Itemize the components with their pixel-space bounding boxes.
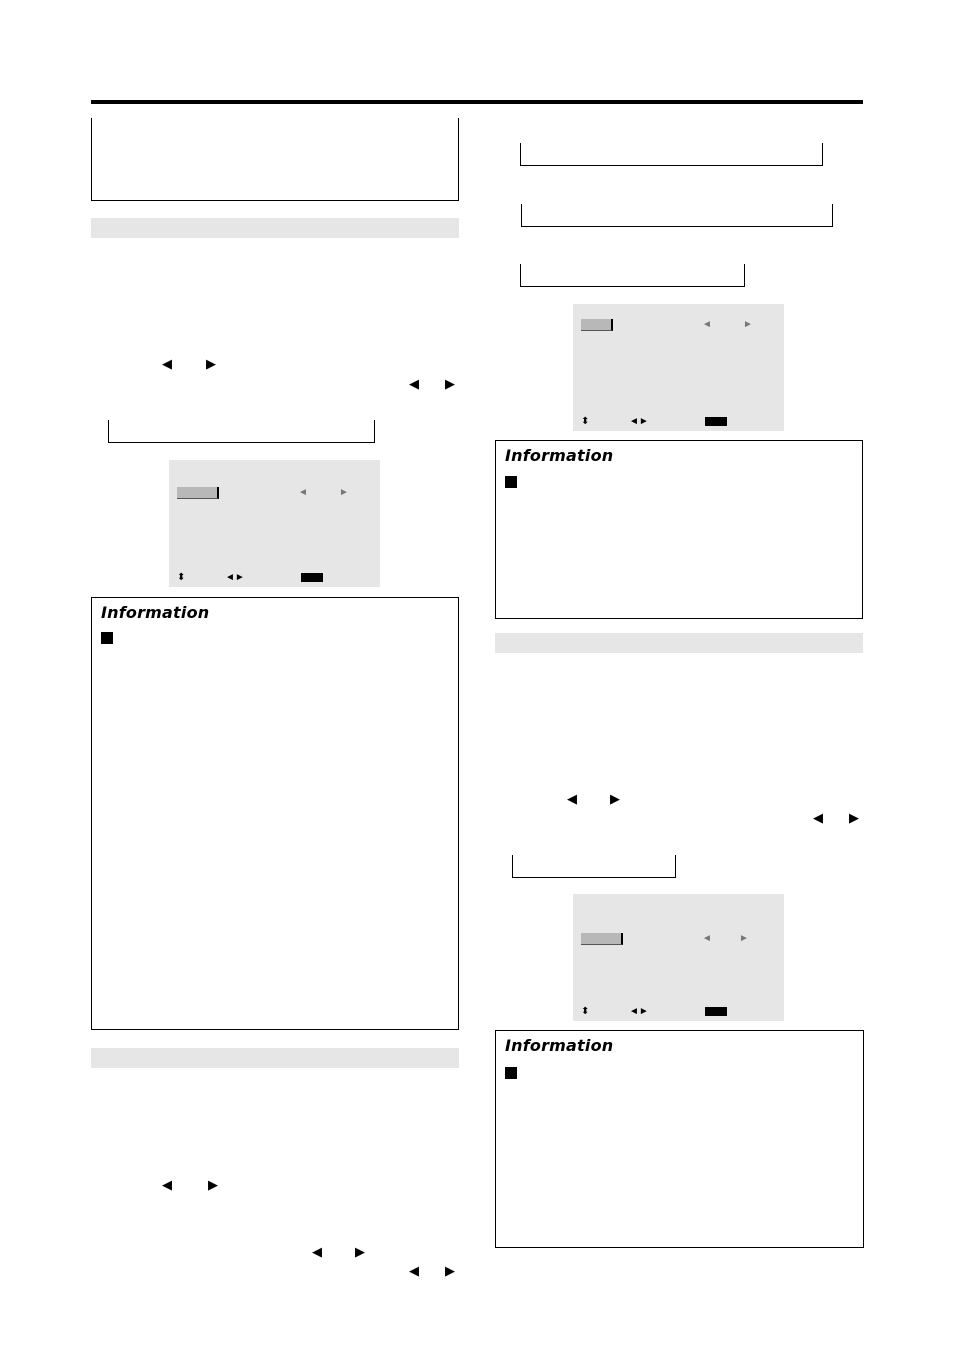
left-arrow-icon: ◀ [162, 1177, 172, 1192]
section-heading-bar [91, 218, 459, 238]
menu-selected-item [581, 933, 623, 945]
information-box: Information [495, 440, 863, 619]
information-title: Information [505, 446, 614, 465]
menu-selected-item [177, 487, 219, 499]
left-arrow-icon: ◀ [409, 376, 419, 391]
updown-icon: ⬍ [581, 416, 590, 427]
information-title: Information [101, 603, 210, 622]
menu-path-bracket [512, 855, 676, 878]
menu-path-bracket [520, 143, 823, 166]
menu-right-arrow-icon: ► [743, 319, 753, 330]
osd-menu-screen: ◄ ► ⬍ ◄► [573, 304, 784, 431]
information-title: Information [505, 1036, 614, 1055]
menu-right-arrow-icon: ► [339, 487, 349, 498]
right-arrow-icon: ▶ [445, 376, 455, 391]
menu-path-bracket [520, 264, 745, 287]
bullet-square-icon [505, 1067, 517, 1079]
section-heading-bar [91, 1048, 459, 1068]
exit-key-icon [705, 417, 727, 426]
right-arrow-icon: ▶ [445, 1263, 455, 1278]
menu-selected-item [581, 319, 613, 331]
exit-key-icon [705, 1007, 727, 1016]
information-box: Information [91, 597, 459, 1030]
note-box [91, 118, 459, 201]
osd-menu-screen: ◄ ► ⬍ ◄► [573, 894, 784, 1021]
left-arrow-icon: ◀ [409, 1263, 419, 1278]
left-arrow-icon: ◀ [312, 1244, 322, 1259]
right-arrow-icon: ▶ [208, 1177, 218, 1192]
updown-icon: ⬍ [177, 572, 186, 583]
menu-right-arrow-icon: ► [739, 933, 749, 944]
right-arrow-icon: ▶ [610, 791, 620, 806]
left-arrow-icon: ◀ [567, 791, 577, 806]
right-arrow-icon: ▶ [355, 1244, 365, 1259]
right-arrow-icon: ▶ [206, 356, 216, 371]
left-arrow-icon: ◀ [162, 356, 172, 371]
menu-path-bracket [521, 204, 833, 227]
exit-key-icon [301, 573, 323, 582]
leftright-icon: ◄► [629, 416, 649, 427]
menu-left-arrow-icon: ◄ [298, 487, 308, 498]
bullet-square-icon [505, 476, 517, 488]
bullet-square-icon [101, 632, 113, 644]
leftright-icon: ◄► [225, 572, 245, 583]
leftright-icon: ◄► [629, 1006, 649, 1017]
left-arrow-icon: ◀ [813, 810, 823, 825]
information-box: Information [495, 1030, 864, 1248]
section-heading-bar [495, 633, 863, 653]
menu-path-bracket [108, 420, 375, 443]
updown-icon: ⬍ [581, 1006, 590, 1017]
osd-menu-screen: ◄ ► ⬍ ◄► [169, 460, 380, 587]
header-rule [91, 100, 863, 104]
menu-left-arrow-icon: ◄ [702, 933, 712, 944]
right-arrow-icon: ▶ [849, 810, 859, 825]
menu-left-arrow-icon: ◄ [702, 319, 712, 330]
